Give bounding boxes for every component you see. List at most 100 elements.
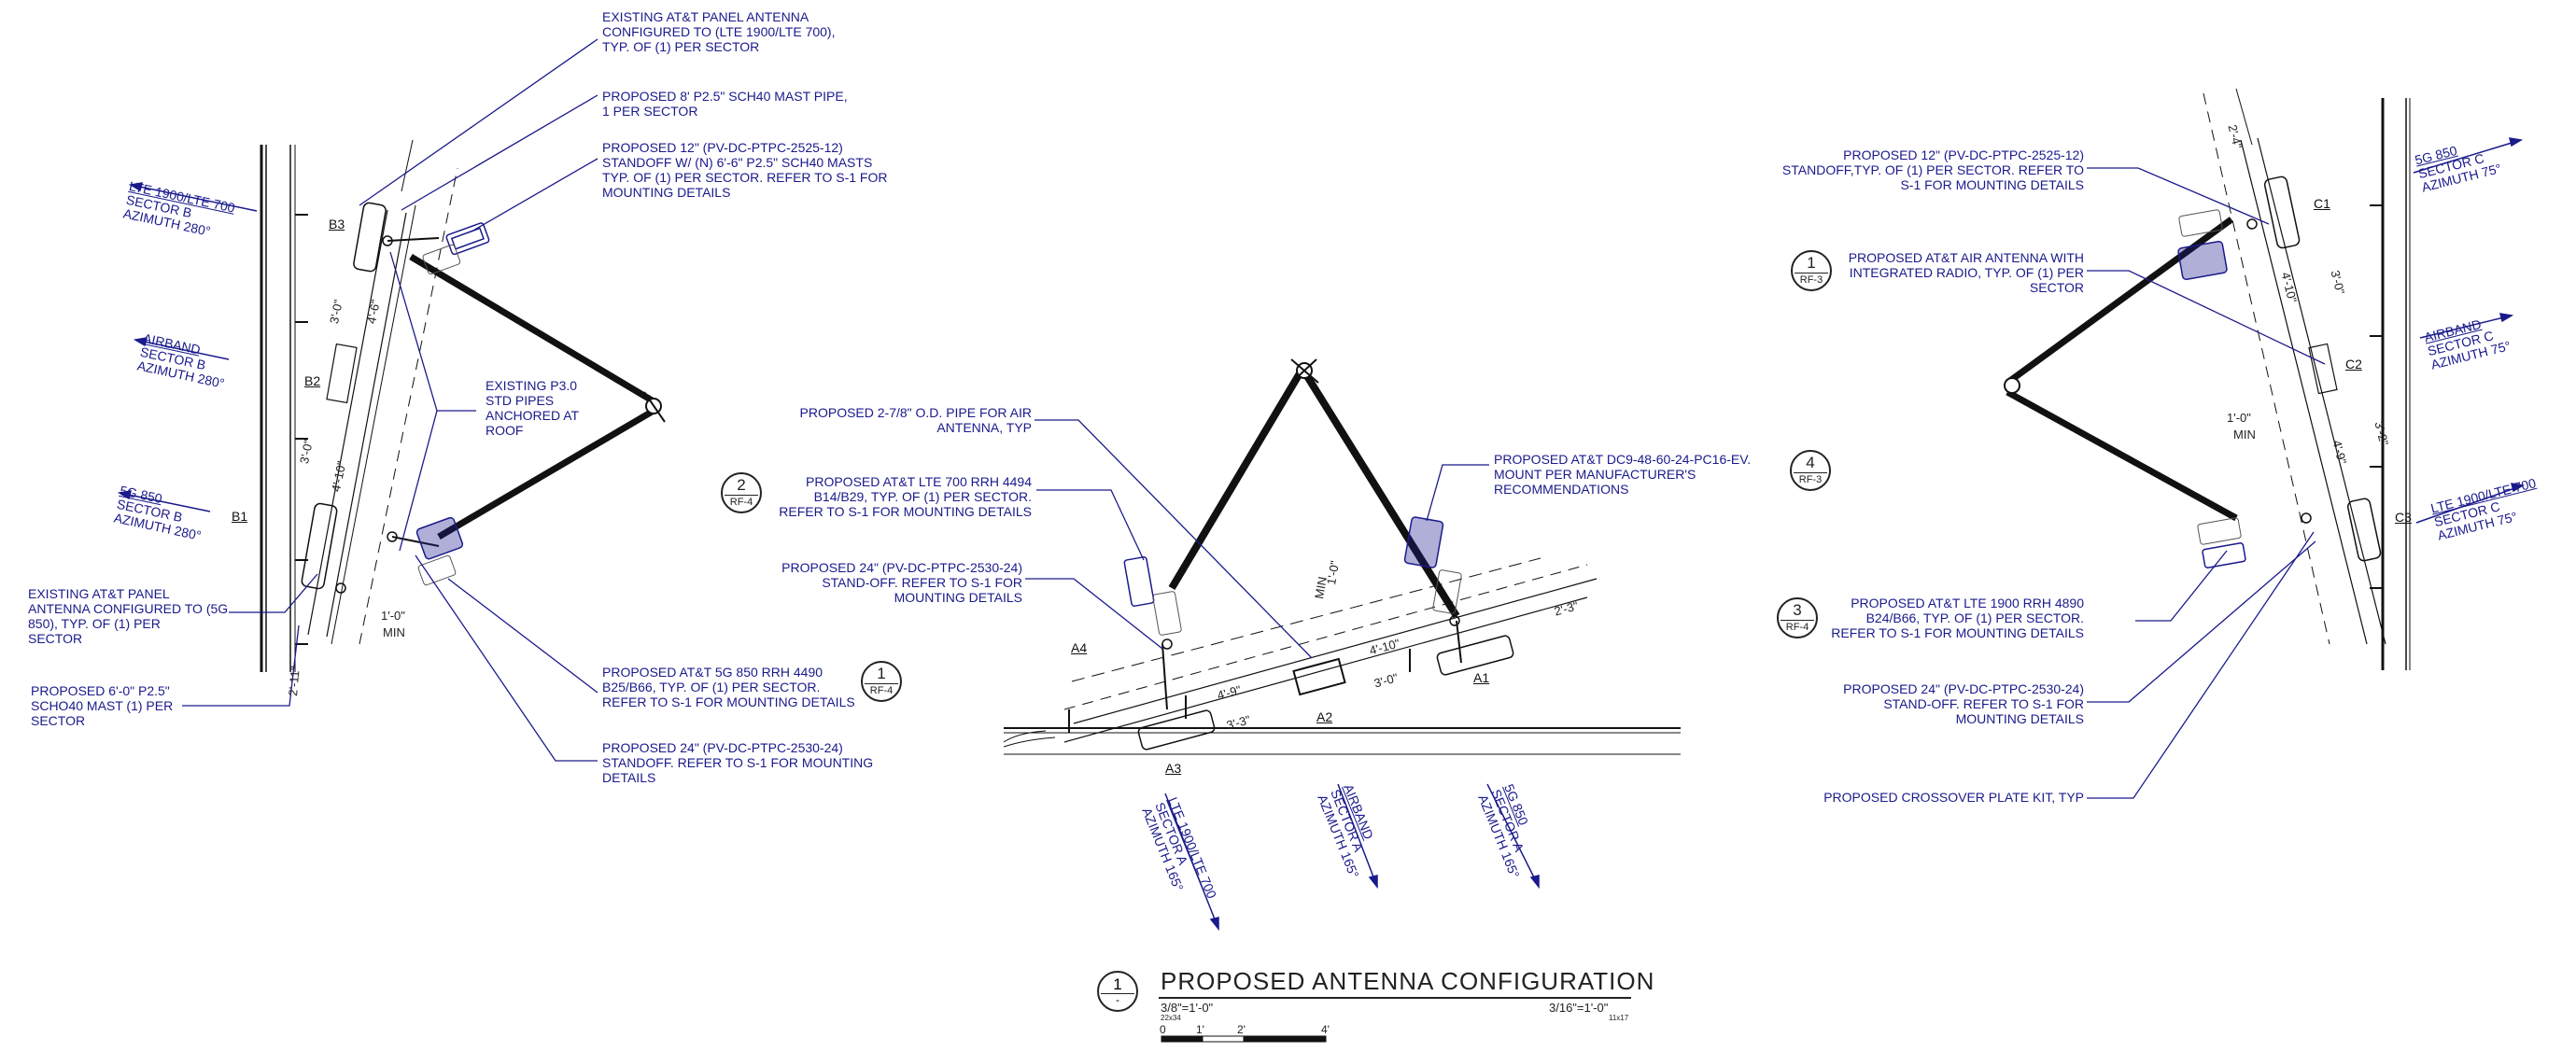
note-line: PROPOSED AT&T LTE 700 RRH 4494 (806, 474, 1032, 489)
note-line: PROPOSED 8' P2.5" SCH40 MAST PIPE, (602, 89, 848, 104)
antenna-label-b2: B2 (304, 373, 321, 388)
note-proposed-air-pipe: PROPOSED 2-7/8" O.D. PIPE FOR AIR ANTENN… (752, 405, 1032, 435)
dim-b-min: MIN (383, 625, 405, 639)
note-line: MOUNTING DETAILS (894, 590, 1022, 605)
scale-tick-1: 1' (1196, 1023, 1204, 1036)
note-line: MOUNTING DETAILS (602, 185, 731, 200)
note-line: SECTOR (28, 631, 83, 646)
note-line: ROOF (486, 423, 524, 438)
drawing-title: PROPOSED ANTENNA CONFIGURATION (1161, 967, 1655, 995)
sector-b-geometry (260, 139, 666, 672)
antenna-label-b3: B3 (329, 217, 345, 231)
scale-full-size: 3/8"=1'-0" (1161, 1001, 1214, 1015)
dim-b-1ft: 1'-0" (381, 609, 405, 623)
title-bubble-sheet: - (1116, 993, 1119, 1006)
note-proposed-5g-rrh: PROPOSED AT&T 5G 850 RRH 4490 B25/B66, T… (602, 665, 855, 709)
antenna-label-a2: A2 (1316, 709, 1333, 724)
note-line: INTEGRATED RADIO, TYP. OF (1) PER (1849, 265, 2084, 280)
note-line: PROPOSED AT&T AIR ANTENNA WITH (1848, 250, 2084, 265)
antenna-label-c1: C1 (2314, 196, 2330, 211)
bubble-sheet: RF-4 (729, 497, 753, 508)
scale-tick-4: 4' (1321, 1023, 1330, 1036)
note-line: STAND-OFF. REFER TO S-1 FOR (822, 575, 1022, 590)
dim-c-1ft: 1'-0" (2227, 411, 2251, 425)
note-line: PROPOSED CROSSOVER PLATE KIT, TYP (1823, 790, 2084, 805)
bubble-number: 2 (737, 476, 746, 494)
dim-c-min: MIN (2233, 428, 2256, 442)
note-line: PROPOSED 24" (PV-DC-PTPC-2530-24) (1843, 681, 2084, 696)
antenna-label-a1: A1 (1473, 670, 1490, 685)
scale-bar (1161, 1035, 1327, 1043)
bubble-sheet: RF-3 (1798, 474, 1823, 485)
note-line: STAND-OFF. REFER TO S-1 FOR (1883, 696, 2084, 711)
note-line: PROPOSED 12" (PV-DC-PTPC-2525-12) (1843, 147, 2084, 162)
note-line: TYP. OF (1) PER SECTOR (602, 39, 760, 54)
bubble-sheet: RF-3 (1799, 274, 1823, 286)
note-existing-panel-antenna-5g: EXISTING AT&T PANEL ANTENNA CONFIGURED T… (28, 586, 228, 646)
note-line: STANDOFF W/ (N) 6'-6" P2.5" SCH40 MASTS (602, 155, 873, 170)
note-line: ANCHORED AT (486, 408, 580, 423)
scale-full-sheet: 22x34 (1161, 1014, 1181, 1022)
note-line: PROPOSED AT&T 5G 850 RRH 4490 (602, 665, 823, 680)
note-line: ANTENNA CONFIGURED TO (5G (28, 601, 229, 616)
detail-bubble-middle-left: 2 RF-4 (721, 472, 762, 513)
bubble-number: 4 (1806, 454, 1815, 471)
bubble-sheet: RF-4 (1785, 622, 1809, 633)
note-existing-p3-pipes: EXISTING P3.0 STD PIPES ANCHORED AT ROOF (486, 378, 579, 438)
sector-a-radios (1123, 516, 1444, 607)
note-line: PROPOSED AT&T LTE 1900 RRH 4890 (1851, 596, 2084, 610)
detail-bubble-middle-right: 4 RF-3 (1790, 450, 1831, 491)
note-proposed-24in-standoff-middle: PROPOSED 24" (PV-DC-PTPC-2530-24) STAND-… (738, 560, 1022, 605)
note-line: PROPOSED 24" (PV-DC-PTPC-2530-24) (781, 560, 1022, 575)
sector-b-leaders (182, 38, 598, 762)
antenna-label-c2: C2 (2345, 357, 2362, 372)
antenna-label-a4: A4 (1071, 640, 1088, 655)
sector-c-azimuth-arrows (2413, 137, 2526, 524)
note-line: SCHO40 MAST (1) PER (31, 698, 174, 713)
sector-b-radios (415, 222, 490, 560)
note-line: B25/B66, TYP. OF (1) PER SECTOR. (602, 680, 821, 694)
antenna-label-a3: A3 (1165, 761, 1182, 776)
bubble-number: 3 (1793, 601, 1802, 619)
note-line: STD PIPES (486, 393, 555, 408)
bubble-number: 1 (877, 665, 886, 682)
note-proposed-mast-pipe: PROPOSED 8' P2.5" SCH40 MAST PIPE, 1 PER… (602, 89, 848, 119)
note-proposed-lte1900-rrh: PROPOSED AT&T LTE 1900 RRH 4890 B24/B66,… (1816, 596, 2084, 640)
note-line: MOUNT PER MANUFACTURER'S (1494, 467, 1696, 482)
sector-a-leaders (1025, 419, 1489, 659)
detail-bubble-east-bottom: 3 RF-4 (1777, 597, 1818, 638)
note-proposed-lte700-rrh: PROPOSED AT&T LTE 700 RRH 4494 B14/B29, … (738, 474, 1032, 519)
note-line: B24/B66, TYP. OF (1) PER SECTOR. (1865, 610, 2084, 625)
note-line: PROPOSED 6'-0" P2.5" (31, 683, 170, 698)
scale-half-size: 3/16"=1'-0" (1549, 1001, 1609, 1015)
sector-c-leaders (2087, 167, 2326, 799)
note-line: DETAILS (602, 770, 656, 785)
sector-c-radios (2177, 240, 2246, 568)
title-detail-bubble: 1 - (1097, 971, 1138, 1012)
note-line: RECOMMENDATIONS (1494, 482, 1629, 497)
note-line: 1 PER SECTOR (602, 104, 698, 119)
note-line: ANTENNA, TYP (936, 420, 1032, 435)
note-line: EXISTING AT&T PANEL ANTENNA (602, 9, 809, 24)
note-line: EXISTING AT&T PANEL (28, 586, 170, 601)
note-line: PROPOSED 12" (PV-DC-PTPC-2525-12) (602, 140, 843, 155)
note-proposed-crossover-plate: PROPOSED CROSSOVER PLATE KIT, TYP (1802, 790, 2084, 805)
note-proposed-24in-standoff-east: PROPOSED 24" (PV-DC-PTPC-2530-24) STAND-… (1802, 681, 2084, 726)
title-underline (1159, 997, 1631, 999)
note-line: STANDOFF. REFER TO S-1 FOR MOUNTING (602, 755, 874, 770)
note-line: EXISTING P3.0 (486, 378, 578, 393)
sector-a-geometry (1003, 358, 1681, 755)
note-proposed-24in-standoff-west: PROPOSED 24" (PV-DC-PTPC-2530-24) STANDO… (602, 740, 873, 785)
note-proposed-dc9-mount: PROPOSED AT&T DC9-48-60-24-PC16-EV. MOUN… (1494, 452, 1751, 497)
note-existing-panel-antenna-lte: EXISTING AT&T PANEL ANTENNA CONFIGURED T… (602, 9, 835, 54)
note-line: REFER TO S-1 FOR MOUNTING DETAILS (602, 694, 855, 709)
note-proposed-12in-standoff-east: PROPOSED 12" (PV-DC-PTPC-2525-12) STANDO… (1755, 147, 2084, 192)
note-proposed-air-antenna: PROPOSED AT&T AIR ANTENNA WITH INTEGRATE… (1830, 250, 2084, 295)
detail-bubble-west: 1 RF-4 (861, 661, 902, 702)
note-line: MOUNTING DETAILS (1955, 711, 2084, 726)
sector-c-geometry (2004, 88, 2411, 670)
note-line: STANDOFF,TYP. OF (1) PER SECTOR. REFER T… (1781, 162, 2084, 177)
sector-a-azimuth-arrows (1164, 783, 1540, 932)
bubble-sheet: RF-4 (869, 685, 894, 696)
